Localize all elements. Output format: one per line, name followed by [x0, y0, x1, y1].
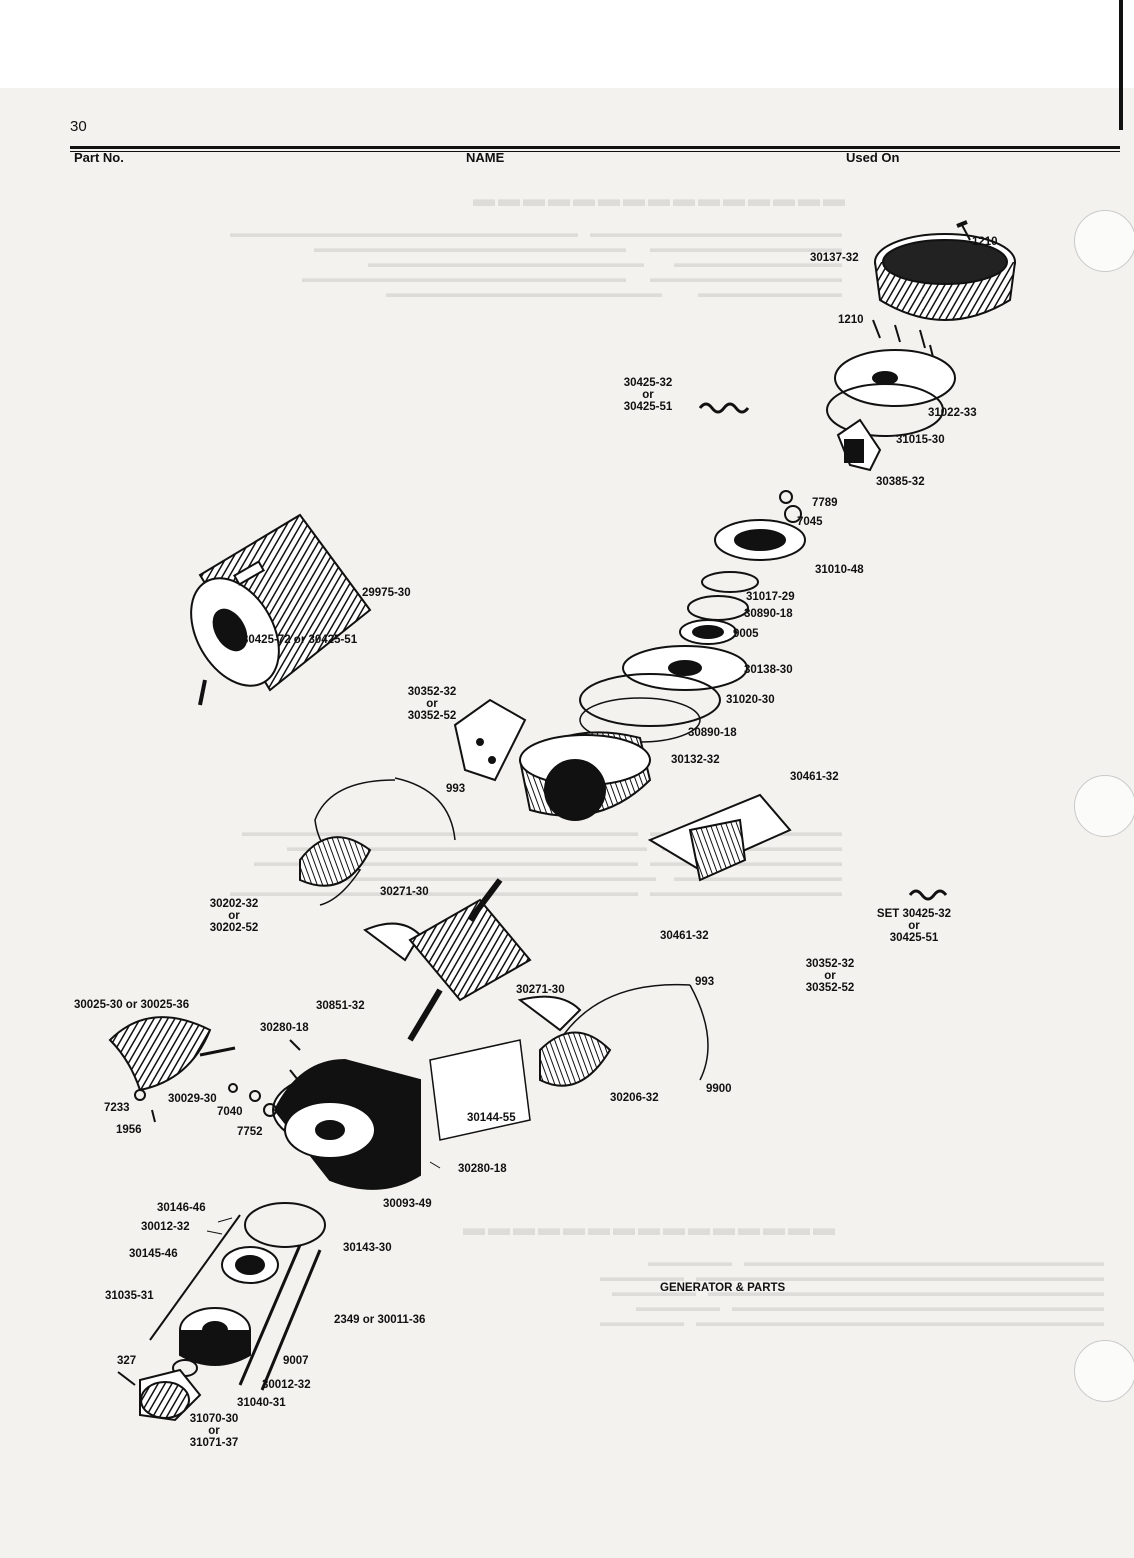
part-label: 30144-55: [467, 1112, 516, 1124]
part-label: 30206-32: [610, 1092, 659, 1104]
part-label: 30025-30 or 30025-36: [74, 999, 190, 1011]
part-label: 7045: [797, 516, 823, 528]
part-label: 1956: [116, 1124, 142, 1136]
part-label: 30851-32: [316, 1000, 365, 1012]
armature-illustration: [407, 878, 532, 1042]
page-edge-shadow: [1119, 0, 1123, 130]
part-label: 30145-46: [129, 1248, 178, 1260]
part-label: 31017-29: [746, 591, 795, 603]
part-label: 993: [446, 783, 466, 795]
part-label: 30146-46: [157, 1202, 206, 1214]
part-label: 327: [117, 1355, 137, 1367]
part-label: 7752: [237, 1126, 263, 1138]
part-label: 30280-18: [260, 1022, 309, 1034]
part-label: 9005: [733, 628, 759, 640]
drive-gear-illustration: [139, 1368, 202, 1422]
part-label: 29975-30: [362, 587, 411, 599]
part-label: 30890-18: [744, 608, 793, 620]
part-label: 30143-30: [343, 1242, 392, 1254]
top-margin: [0, 0, 1134, 88]
binder-hole: [1074, 775, 1134, 837]
part-label: 1210: [972, 236, 998, 248]
assembled-generator-illustration: [190, 513, 372, 706]
figure-caption: GENERATOR & PARTS: [660, 1282, 786, 1294]
part-label: 31010-48: [815, 564, 864, 576]
part-label: 30271-30: [516, 984, 565, 996]
part-label: 2349 or 30011-36: [334, 1314, 426, 1326]
cover-band-illustration: [874, 233, 1016, 321]
header-rule-thin: [70, 151, 1120, 152]
column-header-name: NAME: [466, 150, 505, 165]
binder-hole: [1074, 1340, 1134, 1402]
part-label: 30271-30: [380, 886, 429, 898]
part-label: 31035-31: [105, 1290, 154, 1302]
part-label: 31022-33: [928, 407, 977, 419]
part-label: 30093-49: [383, 1198, 432, 1210]
part-label: 31040-31: [237, 1397, 286, 1409]
part-label: 7789: [812, 497, 838, 509]
part-label: 1210: [838, 314, 864, 326]
part-label: 30012-32: [141, 1221, 190, 1233]
part-label: 30890-18: [688, 727, 737, 739]
part-label: 30461-32: [660, 930, 709, 942]
header-rule: [70, 146, 1120, 149]
part-label: 30029-30: [168, 1093, 217, 1105]
part-label: 31020-30: [726, 694, 775, 706]
part-label: 30132-32: [671, 754, 720, 766]
part-label: 30012-32: [262, 1379, 311, 1391]
part-label: 30425-72 or 30425-51: [242, 634, 358, 646]
part-label: 30461-32: [790, 771, 839, 783]
part-label: 30280-18: [458, 1163, 507, 1175]
page-number: 30: [70, 118, 87, 135]
part-label: 7040: [217, 1106, 243, 1118]
part-label: 31015-30: [896, 434, 945, 446]
part-label: 30138-30: [744, 664, 793, 676]
part-label: 7233: [104, 1102, 130, 1114]
page-header: 30 Part No. NAME Used On: [70, 112, 1120, 172]
column-header-part-no: Part No.: [74, 150, 124, 165]
field-frame-illustration: [518, 731, 652, 821]
column-header-used-on: Used On: [846, 150, 900, 165]
part-label: 9007: [283, 1355, 309, 1367]
part-label: 30385-32: [876, 476, 925, 488]
part-label: 9900: [706, 1083, 732, 1095]
drive-end-housing-illustration: [272, 1058, 421, 1190]
part-label: 30137-32: [810, 252, 859, 264]
part-label: 993: [695, 976, 715, 988]
binder-hole: [1074, 210, 1134, 272]
